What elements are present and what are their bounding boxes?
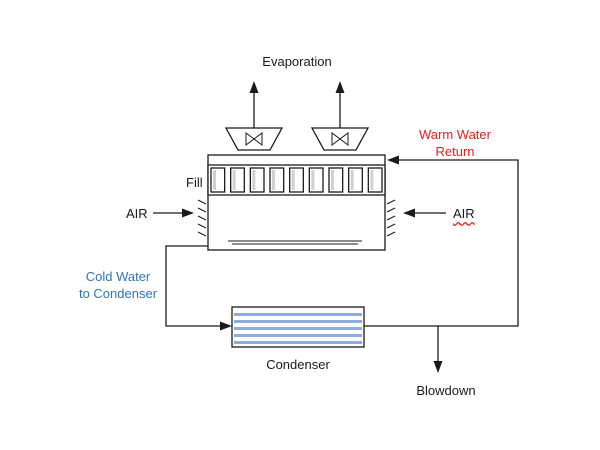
cold-water-pipe bbox=[165, 245, 232, 331]
fill-slat-shade bbox=[232, 170, 236, 190]
blowdown-arrow bbox=[433, 326, 443, 373]
cooling-tower-body bbox=[207, 154, 386, 251]
fill-slat-shade bbox=[350, 170, 354, 190]
air-arrow-right bbox=[403, 208, 446, 218]
fill-label: Fill bbox=[186, 175, 203, 190]
air-left-label: AIR bbox=[126, 206, 148, 221]
air-louvers-right bbox=[386, 199, 396, 237]
evaporation-arrow-left bbox=[249, 81, 259, 128]
warm-water-return-pipe bbox=[364, 155, 519, 327]
blowdown-label: Blowdown bbox=[416, 383, 476, 398]
air-right-label: AIR bbox=[453, 206, 475, 221]
fill-slat-shade bbox=[291, 170, 295, 190]
fill-slat-shade bbox=[272, 170, 275, 190]
warm-water-return-label-line1: Warm Water bbox=[419, 127, 491, 142]
fan-left bbox=[224, 127, 284, 151]
cold-water-label-line2: to Condenser bbox=[78, 286, 158, 301]
fill-slat-shade bbox=[252, 170, 256, 190]
cold-water-label-line1: Cold Water bbox=[85, 269, 151, 284]
fan-right bbox=[310, 127, 370, 151]
condenser-unit bbox=[231, 306, 365, 348]
evaporation-label: Evaporation bbox=[262, 54, 332, 69]
condenser-tube bbox=[234, 334, 362, 337]
fill-section bbox=[207, 164, 386, 196]
water-basin bbox=[228, 240, 362, 245]
air-arrow-left bbox=[153, 208, 194, 218]
fill-slat-shade bbox=[311, 170, 315, 190]
fill-slat-shade bbox=[331, 170, 334, 190]
fill-slat-shade bbox=[370, 170, 374, 190]
fill-slat-shade bbox=[213, 170, 216, 190]
evaporation-arrow-right bbox=[335, 81, 345, 128]
condenser-tube bbox=[234, 313, 362, 316]
warm-water-return-label-line2: Return bbox=[435, 144, 475, 159]
air-louvers-left bbox=[197, 199, 207, 237]
condenser-tube bbox=[234, 341, 362, 344]
condenser-label: Condenser bbox=[266, 357, 330, 372]
condenser-tube bbox=[234, 320, 362, 323]
condenser-tube bbox=[234, 327, 362, 330]
